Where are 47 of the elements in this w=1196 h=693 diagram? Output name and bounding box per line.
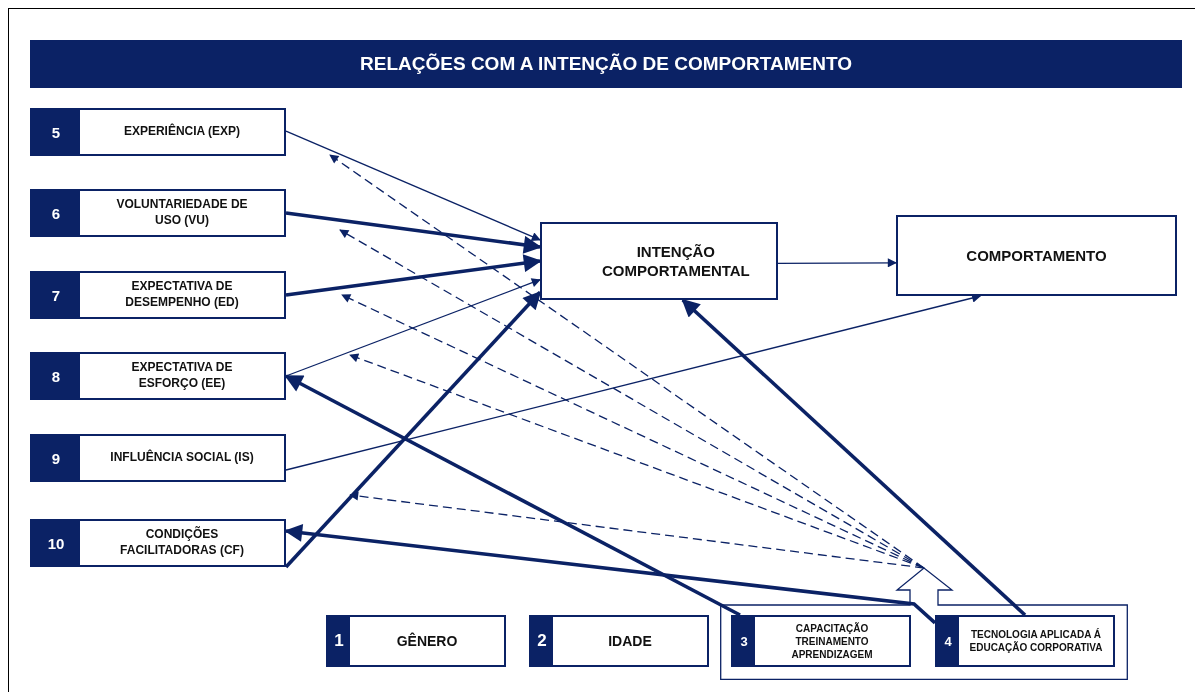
box-label: EXPECTATIVA DE DESEMPENHO (ED) <box>124 278 240 311</box>
box-label: EXPECTATIVA DE ESFORÇO (EE) <box>130 359 234 392</box>
box-label: TECNOLOGIA APLICADA Á EDUCAÇÃO CORPORATIVA <box>968 627 1104 655</box>
number-tab: 3 <box>733 617 755 665</box>
number-tab: 8 <box>32 354 80 398</box>
numbered-box <box>529 615 709 667</box>
group-outline <box>720 565 1128 680</box>
number-tab: 9 <box>32 436 80 480</box>
number-tab: 4 <box>937 617 959 665</box>
box-label: INTENÇÃO COMPORTAMENTAL <box>601 241 751 281</box>
numbered-box <box>30 352 286 400</box>
title-banner: RELAÇÕES COM A INTENÇÃO DE COMPORTAMENTO <box>30 40 1182 88</box>
dashed-arrow <box>339 229 925 569</box>
numbered-box <box>30 189 286 237</box>
numbered-box <box>935 615 1115 667</box>
numbered-box <box>326 615 506 667</box>
process-box <box>896 215 1177 296</box>
numbered-box <box>731 615 911 667</box>
process-box <box>540 222 778 300</box>
arrow <box>681 298 1027 617</box>
box-label: CONDIÇÕES FACILITADORAS (CF) <box>119 525 245 559</box>
arrow <box>285 254 542 297</box>
numbered-box <box>30 434 286 482</box>
arrow <box>777 258 897 268</box>
box-label: IDADE <box>607 631 653 651</box>
box-label: INFLUÊNCIA SOCIAL (IS) <box>109 448 255 467</box>
box-label: VOLUNTARIEDADE DE USO (VU) <box>115 196 249 229</box>
number-tab: 1 <box>328 617 350 665</box>
number-tab: 5 <box>32 110 80 154</box>
dashed-arrow <box>349 353 925 569</box>
box-label: GÊNERO <box>395 631 459 651</box>
arrow <box>285 130 541 241</box>
number-tab: 6 <box>32 191 80 235</box>
box-label: EXPERIÊNCIA (EXP) <box>122 122 242 141</box>
numbered-box <box>30 108 286 156</box>
number-tab: 7 <box>32 273 80 317</box>
numbered-box <box>30 271 286 319</box>
numbered-box <box>30 519 286 567</box>
arrow <box>285 211 542 254</box>
box-label: CAPACITAÇÃO TREINAMENTO APRENDIZAGEM <box>790 621 874 662</box>
dashed-arrow <box>349 491 925 569</box>
number-tab: 10 <box>32 521 80 565</box>
number-tab: 2 <box>531 617 553 665</box>
dashed-arrow <box>329 154 925 569</box>
arrow <box>285 278 541 377</box>
box-label: COMPORTAMENTO <box>965 245 1108 266</box>
arrow <box>284 290 542 569</box>
